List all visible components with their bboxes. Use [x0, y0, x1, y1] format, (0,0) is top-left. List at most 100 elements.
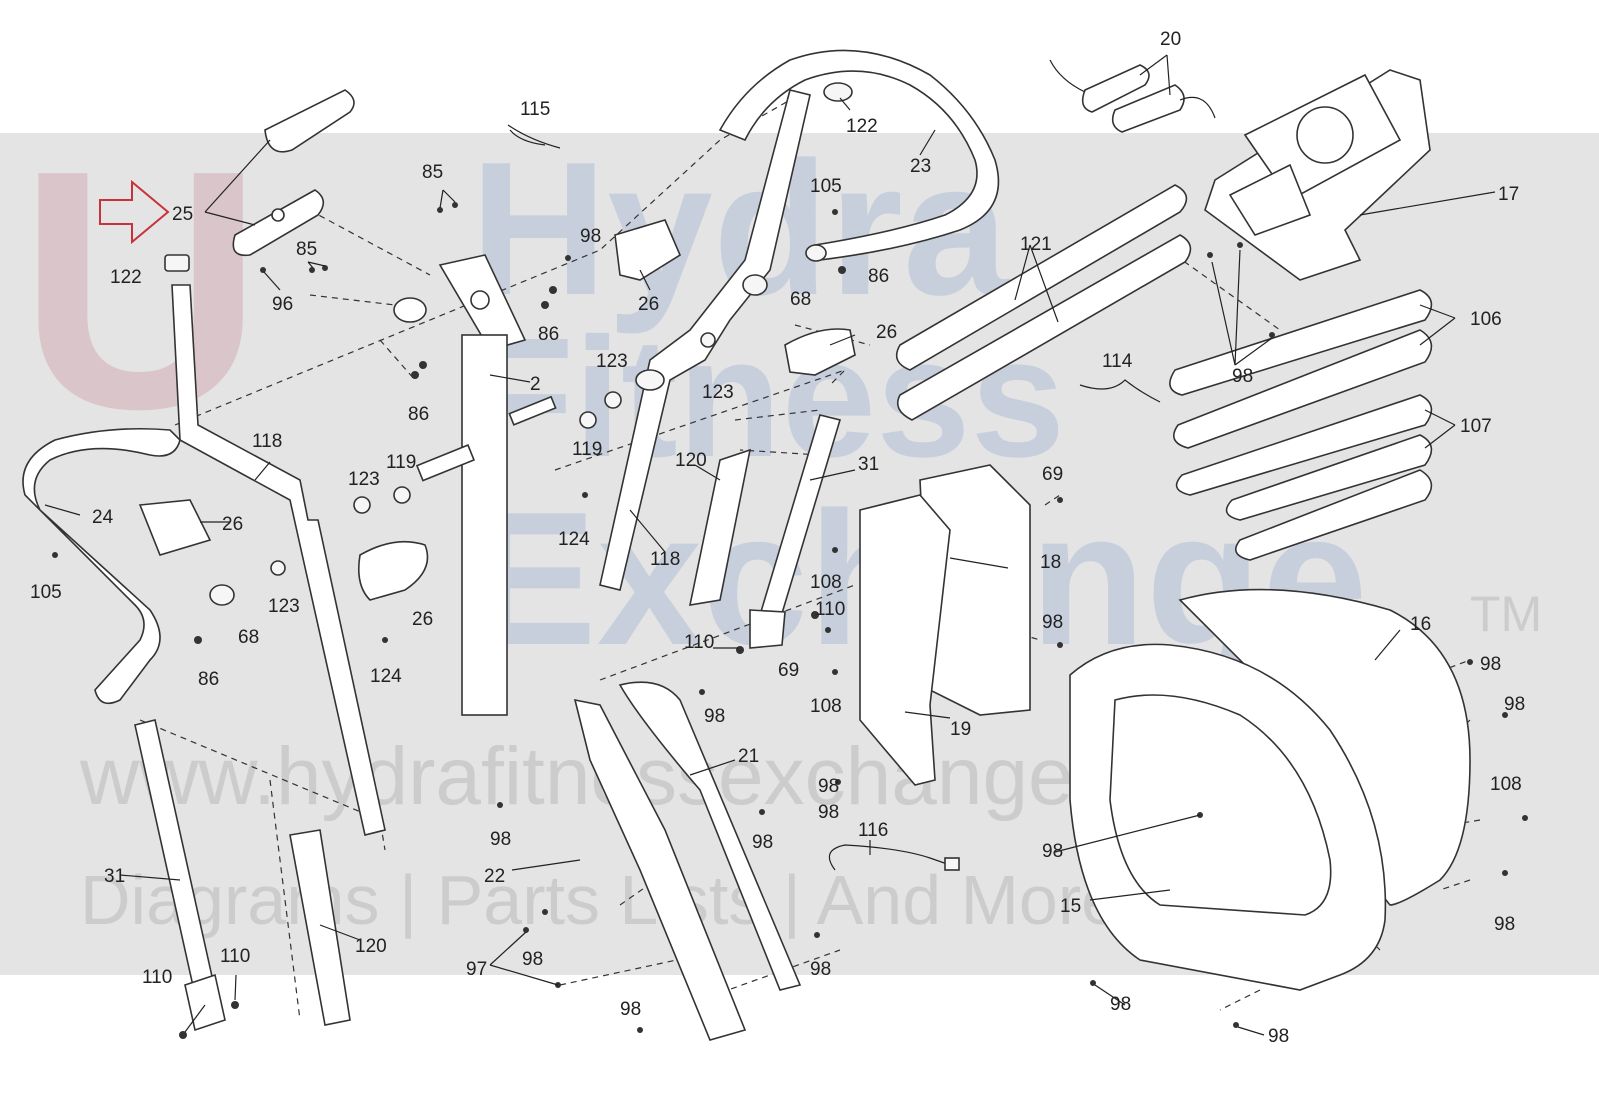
label-17: 17 [1498, 184, 1519, 205]
label-26-right: 26 [876, 322, 897, 343]
label-26-center-left: 26 [412, 609, 433, 630]
label-123-lower-left: 123 [268, 596, 300, 617]
watermark-trademark: TM [1470, 586, 1543, 642]
label-86-right: 86 [868, 266, 889, 287]
label-97: 97 [466, 959, 487, 980]
label-98-bottom-center: 98 [810, 959, 831, 980]
label-120-center: 120 [675, 450, 707, 471]
label-23: 23 [910, 156, 931, 177]
label-68-left: 68 [238, 627, 259, 648]
part-21-22-front-shrouds [573, 681, 802, 1041]
part-25-handle-covers [232, 89, 355, 257]
label-98-right-lower: 98 [1494, 914, 1515, 935]
label-98-bottom-left: 98 [522, 949, 543, 970]
label-116: 116 [858, 820, 888, 841]
part-17-console [1204, 69, 1431, 281]
label-98-shroud: 98 [704, 706, 725, 727]
label-98-center: 98 [752, 832, 773, 853]
label-69-upper: 69 [1042, 464, 1063, 485]
label-124-left: 124 [370, 666, 402, 687]
label-31-left: 31 [104, 866, 125, 887]
label-123-left: 123 [348, 469, 380, 490]
label-98-bottom-far-right: 98 [1268, 1026, 1289, 1047]
label-123-center: 123 [596, 351, 628, 372]
label-22: 22 [484, 866, 505, 887]
label-2: 2 [530, 374, 541, 395]
label-86-center: 86 [538, 324, 559, 345]
label-98-right-top: 98 [1480, 654, 1501, 675]
part-20-grip-sensors [1049, 59, 1216, 133]
label-118-left: 118 [252, 431, 282, 452]
label-122-top: 122 [846, 116, 878, 137]
label-98-shroud-front: 98 [1042, 841, 1063, 862]
label-98-center-right: 98 [818, 802, 839, 823]
label-120-left: 120 [355, 936, 387, 957]
label-107: 107 [1460, 416, 1492, 437]
label-119-center: 119 [572, 439, 602, 460]
label-110-center-left: 110 [684, 632, 714, 653]
label-108-lower: 108 [810, 696, 842, 717]
label-68-right: 68 [790, 289, 811, 310]
label-124-center: 124 [558, 529, 590, 550]
label-16: 16 [1410, 614, 1431, 635]
label-114: 114 [1102, 351, 1133, 372]
part-122-end-cap [164, 82, 853, 272]
label-98-bottom: 98 [620, 999, 641, 1020]
label-69-lower: 69 [778, 660, 799, 681]
label-98-right-2: 98 [1504, 694, 1525, 715]
label-121: 121 [1020, 234, 1052, 255]
watermark-tagline: Diagrams | Parts Lists | And More [80, 861, 1121, 939]
label-86-left: 86 [408, 404, 429, 425]
label-119-left: 119 [386, 452, 416, 473]
label-19: 19 [950, 719, 971, 740]
label-25: 25 [172, 204, 193, 225]
label-31-center: 31 [858, 454, 879, 475]
part-118-left-upright-arm [171, 284, 386, 836]
label-15: 15 [1060, 896, 1081, 917]
part-labels: 25 122 96 85 85 115 98 86 86 2 118 24 26… [30, 29, 1525, 1047]
label-118-center: 118 [650, 549, 680, 570]
label-98-console: 98 [1232, 366, 1253, 387]
watermark-logo-letter: U [18, 100, 264, 480]
label-110-left-2: 110 [220, 946, 250, 967]
label-110-left: 110 [142, 967, 172, 988]
label-98-shroud-right: 98 [1042, 612, 1063, 633]
label-26-left: 26 [222, 514, 243, 535]
label-98-mid: 98 [818, 776, 839, 797]
label-85-left: 85 [296, 239, 317, 260]
part-spacers-and-washers [209, 244, 827, 606]
label-105-left: 105 [30, 582, 62, 603]
label-98-bottom-right: 98 [1110, 994, 1131, 1015]
part-2-main-upright [393, 254, 557, 716]
label-96: 96 [272, 294, 293, 315]
part-120-link-arms [289, 448, 752, 1026]
part-26-brackets [138, 219, 856, 601]
label-86-lower-left: 86 [198, 669, 219, 690]
label-108-right: 108 [1490, 774, 1522, 795]
label-98-center-left: 98 [490, 829, 511, 850]
part-114-115-116-cables [507, 124, 1161, 871]
label-85-top: 85 [422, 162, 443, 183]
label-110-center-right: 110 [815, 599, 845, 620]
part-24-left-handlebar [22, 427, 181, 705]
label-26-upper: 26 [638, 294, 659, 315]
part-106-107-tubes [1169, 289, 1433, 561]
part-18-19-shrouds [859, 464, 1031, 786]
label-21: 21 [738, 746, 759, 767]
label-18: 18 [1040, 552, 1061, 573]
highlight-arrow-icon [99, 179, 170, 245]
label-20: 20 [1160, 29, 1181, 50]
part-15-16-rear-shrouds [1069, 588, 1471, 991]
label-24: 24 [92, 507, 114, 528]
label-122-left: 122 [110, 267, 142, 288]
label-105-center: 105 [810, 176, 842, 197]
label-123-right: 123 [702, 382, 734, 403]
leader-lines [44, 54, 1496, 1036]
label-115: 115 [520, 99, 550, 120]
label-108-upper: 108 [810, 572, 842, 593]
label-106: 106 [1470, 309, 1502, 330]
label-98-upper-center: 98 [580, 226, 601, 247]
part-31-pedal-arms [134, 414, 842, 1032]
